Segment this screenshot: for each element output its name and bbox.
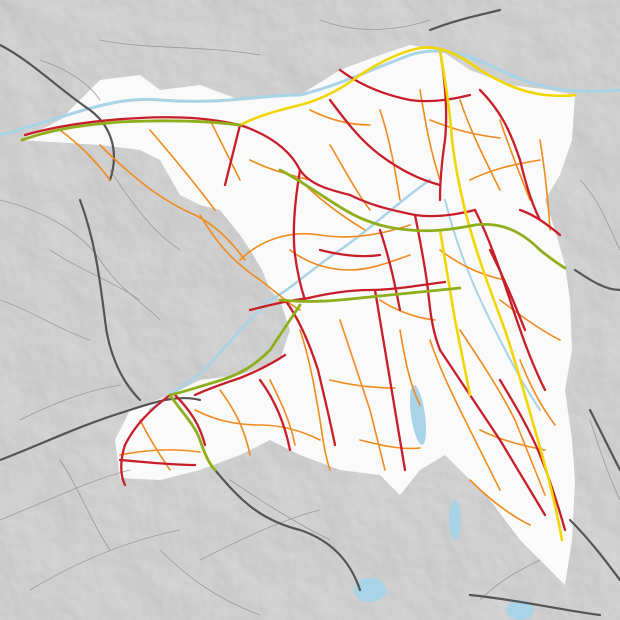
river-rhine <box>0 49 620 137</box>
lake-baldegg <box>449 500 461 540</box>
green-road-network <box>20 119 567 472</box>
yellow-road-network <box>238 46 577 542</box>
lake-south <box>506 600 534 620</box>
lake-hallwil <box>409 385 427 445</box>
river-reuss <box>444 199 541 411</box>
orange-road-network <box>59 89 561 526</box>
river-aare <box>148 178 432 412</box>
local-roads <box>0 19 620 616</box>
water-bodies <box>0 49 620 620</box>
lake-sempach <box>354 578 386 602</box>
